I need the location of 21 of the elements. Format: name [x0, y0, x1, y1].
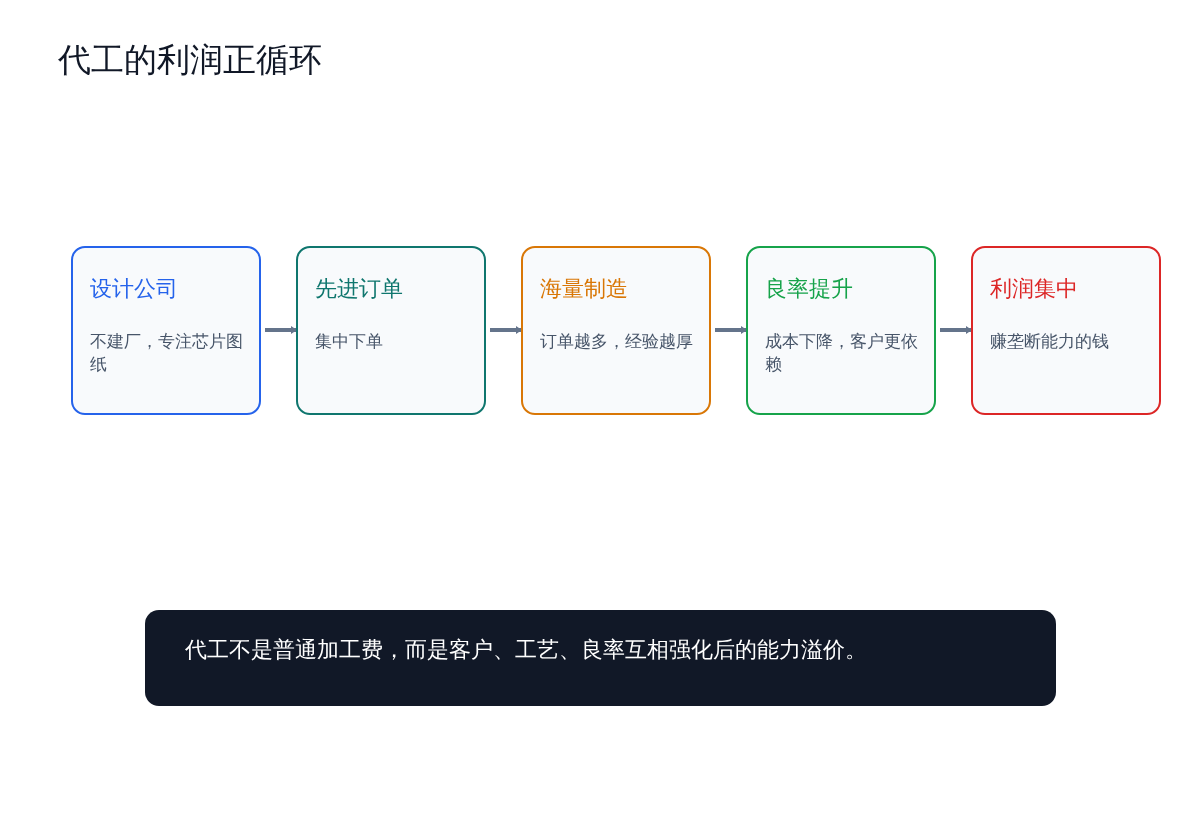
summary-banner: 代工不是普通加工费，而是客户、工艺、良率互相强化后的能力溢价。	[145, 610, 1056, 706]
step-description: 集中下单	[315, 330, 384, 353]
title: 代工的利润正循环	[58, 39, 322, 81]
arrow	[490, 326, 522, 334]
step-heading: 设计公司	[90, 275, 178, 303]
step-card	[521, 246, 711, 415]
step-description: 成本下降，客户更依赖	[765, 330, 919, 376]
arrow	[715, 326, 747, 334]
step-heading: 海量制造	[540, 275, 628, 303]
step-description: 赚垄断能力的钱	[990, 330, 1110, 353]
arrow	[940, 326, 972, 334]
step-card	[746, 246, 936, 415]
step-description: 不建厂，专注芯片图纸	[90, 330, 244, 376]
step-heading: 良率提升	[765, 275, 853, 303]
step-card	[296, 246, 486, 415]
step-description: 订单越多，经验越厚	[540, 330, 694, 353]
arrow	[265, 326, 297, 334]
step-card	[971, 246, 1161, 415]
step-card	[71, 246, 261, 415]
step-heading: 先进订单	[315, 275, 403, 303]
step-heading: 利润集中	[990, 275, 1078, 303]
